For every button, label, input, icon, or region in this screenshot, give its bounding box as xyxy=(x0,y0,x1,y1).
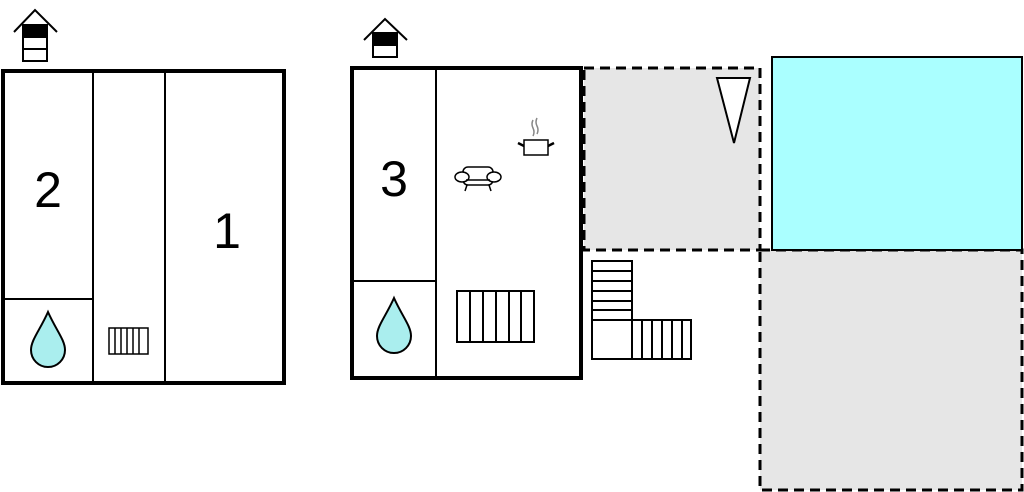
terrace-lower xyxy=(758,248,1024,492)
radiator-icon xyxy=(456,290,535,343)
water-drop-icon xyxy=(29,309,67,368)
room-label-2: 2 xyxy=(34,162,62,218)
radiator-icon xyxy=(108,327,149,355)
sofa-icon xyxy=(454,166,502,192)
water-drop-icon xyxy=(375,295,413,354)
pool xyxy=(771,56,1023,251)
entrance-icon xyxy=(363,17,408,58)
building-left: 2 1 xyxy=(1,69,286,385)
north-arrow-icon xyxy=(715,77,752,144)
room-label-1: 1 xyxy=(213,203,241,259)
cooking-pot-icon xyxy=(517,117,555,156)
entrance-icon xyxy=(13,8,58,62)
building-right: 3 xyxy=(350,66,583,380)
room-label-3: 3 xyxy=(380,151,408,207)
stairs-icon xyxy=(591,260,692,360)
